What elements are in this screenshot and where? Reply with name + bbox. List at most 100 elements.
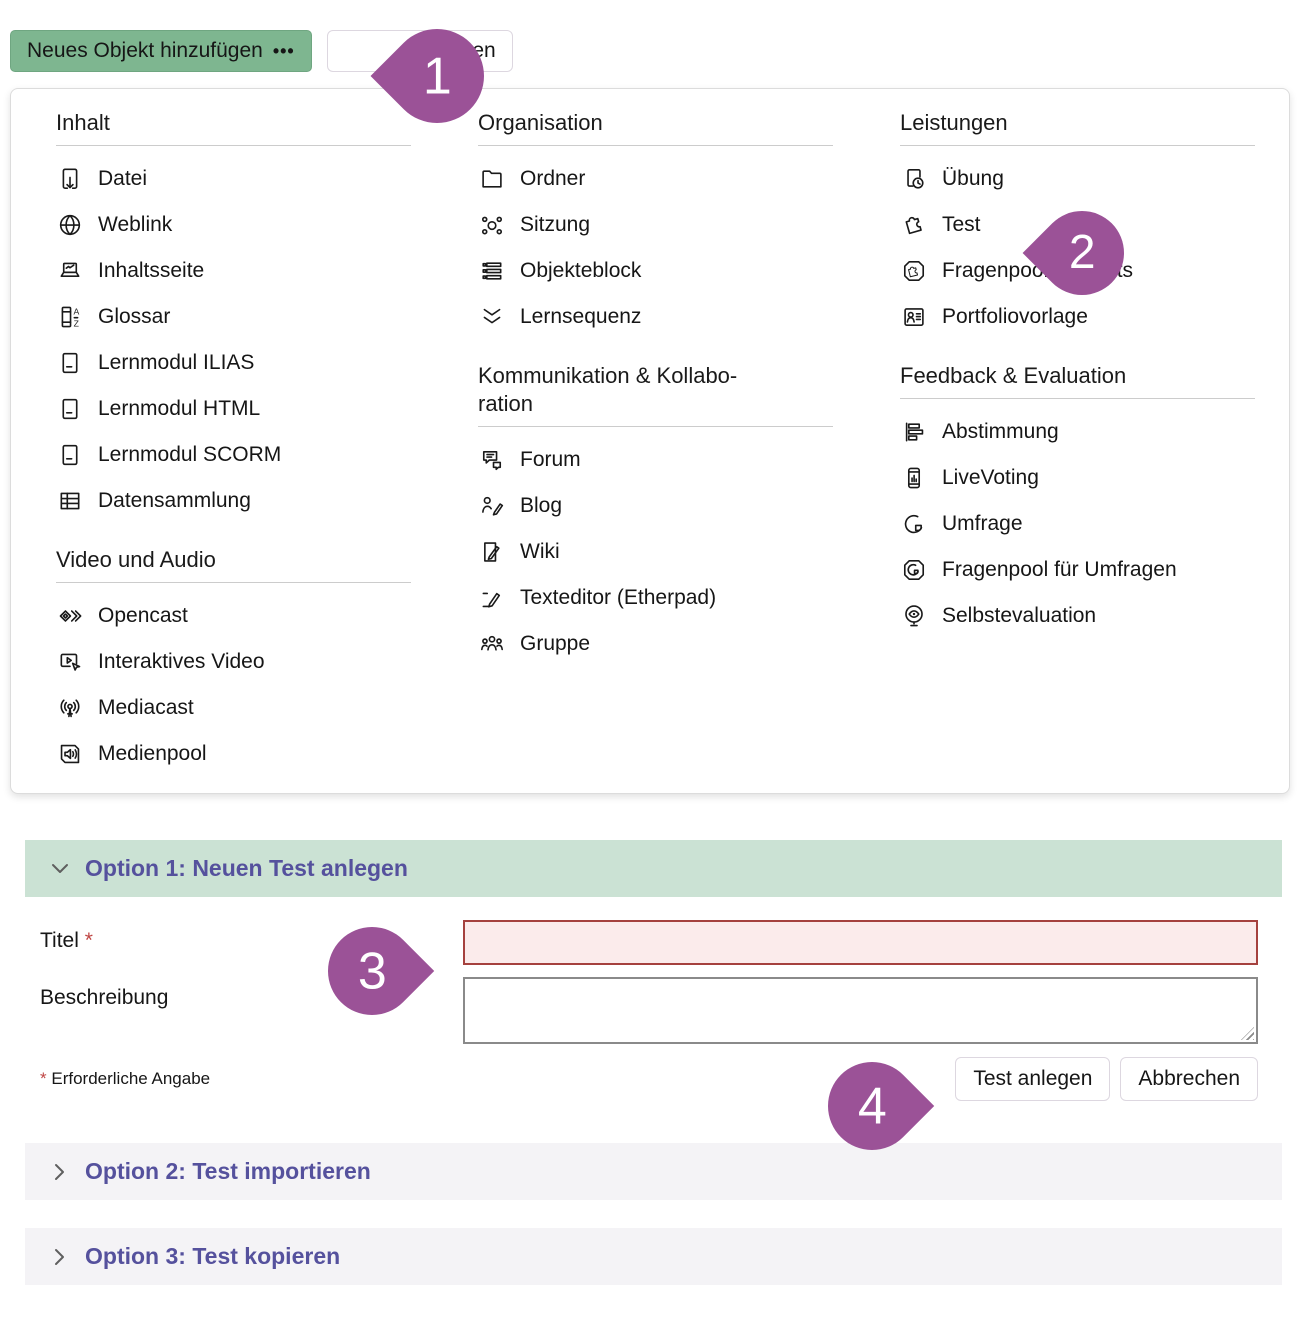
- double-chevron-down-icon: [478, 304, 505, 331]
- menu-item-mediacast[interactable]: Mediacast: [56, 685, 411, 731]
- section-divider: [56, 582, 411, 583]
- menu-item-lernmodul-html[interactable]: Lernmodul HTML: [56, 386, 411, 432]
- menu-item-sitzung[interactable]: Sitzung: [478, 202, 833, 248]
- menu-item-portfoliovorlage[interactable]: Portfoliovorlage: [900, 294, 1255, 340]
- option3-title: Option 3: Test kopieren: [85, 1243, 341, 1269]
- menu-item-label: Opencast: [98, 604, 188, 627]
- description-textarea[interactable]: [463, 977, 1258, 1044]
- item-group-icon: [478, 258, 505, 285]
- menu-item-label: Lernmodul SCORM: [98, 443, 282, 466]
- menu-item-lernmodul-scorm[interactable]: Lernmodul SCORM: [56, 432, 411, 478]
- svg-text:Z: Z: [73, 318, 79, 328]
- chevron-right-icon: [55, 1248, 64, 1265]
- menu-item-datei[interactable]: Datei: [56, 156, 411, 202]
- title-label: Titel *: [40, 929, 93, 952]
- poll-icon: [900, 419, 927, 446]
- menu-item-inhaltsseite[interactable]: Inhaltsseite: [56, 248, 411, 294]
- ellipsis-icon: •••: [272, 40, 295, 61]
- chevron-right-icon: [55, 1163, 64, 1180]
- toolbar: Neues Objekt hinzufügen ••• alten: [10, 30, 1300, 72]
- required-asterisk: *: [84, 929, 93, 952]
- menu-item-bung[interactable]: Übung: [900, 156, 1255, 202]
- accordion-header-option2[interactable]: Option 2: Test importieren: [25, 1143, 1282, 1200]
- menu-item-label: Übung: [942, 167, 1004, 190]
- blog-icon: [478, 493, 505, 520]
- menu-item-label: Umfrage: [942, 512, 1023, 535]
- menu-item-fragenpool-f-r-umfragen[interactable]: Fragenpool für Umfragen: [900, 547, 1255, 593]
- wiki-icon: [478, 539, 505, 566]
- menu-item-opencast[interactable]: Opencast: [56, 593, 411, 639]
- menu-item-forum[interactable]: Forum: [478, 437, 833, 483]
- cancel-button[interactable]: Abbrechen: [1120, 1057, 1258, 1101]
- menu-item-lernsequenz[interactable]: Lernsequenz: [478, 294, 833, 340]
- menu-item-interaktives-video[interactable]: Interaktives Video: [56, 639, 411, 685]
- menu-item-lernmodul-ilias[interactable]: Lernmodul ILIAS: [56, 340, 411, 386]
- svg-text:A: A: [73, 306, 79, 316]
- menu-item-gruppe[interactable]: Gruppe: [478, 621, 833, 667]
- learning-module-icon: [56, 442, 83, 469]
- menu-item-label: Datei: [98, 167, 148, 190]
- menu-item-umfrage[interactable]: Umfrage: [900, 501, 1255, 547]
- pie-chart-icon: [900, 511, 927, 538]
- menu-item-texteditor-etherpad[interactable]: Texteditor (Etherpad): [478, 575, 833, 621]
- section-title: Feedback & Evaluation: [900, 363, 1127, 388]
- menu-item-label: Lernsequenz: [520, 305, 642, 328]
- menu-item-wiki[interactable]: Wiki: [478, 529, 833, 575]
- menu-item-label: Blog: [520, 494, 563, 517]
- menu-item-datensammlung[interactable]: Datensammlung: [56, 478, 411, 524]
- forum-icon: [478, 447, 505, 474]
- menu-item-label: Forum: [520, 448, 581, 471]
- opencast-icon: [56, 603, 83, 630]
- menu-item-medienpool[interactable]: Medienpool: [56, 731, 411, 777]
- menu-item-label: Fragenpool für Umfragen: [942, 558, 1177, 581]
- survey-pool-icon: [900, 557, 927, 584]
- menu-item-livevoting[interactable]: LiveVoting: [900, 455, 1255, 501]
- menu-item-ordner[interactable]: Ordner: [478, 156, 833, 202]
- question-pool-icon: [900, 258, 927, 285]
- broadcast-icon: [56, 695, 83, 722]
- chevron-down-icon: [52, 863, 68, 873]
- menu-item-label: Ordner: [520, 167, 586, 190]
- accordion-header-option1[interactable]: Option 1: Neuen Test anlegen: [25, 840, 1282, 897]
- accordion-header-option3[interactable]: Option 3: Test kopieren: [25, 1228, 1282, 1285]
- menu-item-label: Wiki: [520, 540, 560, 563]
- menu-item-label: Gruppe: [520, 632, 591, 655]
- self-evaluation-icon: [900, 603, 927, 630]
- folder-icon: [478, 166, 505, 193]
- file-download-icon: [56, 166, 83, 193]
- option1-title: Option 1: Neuen Test anlegen: [85, 855, 408, 881]
- menu-item-label: Interaktives Video: [98, 650, 265, 673]
- portfolio-icon: [900, 304, 927, 331]
- globe-icon: [56, 212, 83, 239]
- section-title: Video und Audio: [56, 547, 216, 572]
- add-new-object-button[interactable]: Neues Objekt hinzufügen •••: [10, 30, 312, 72]
- required-note: * Erforderliche Angabe: [40, 1069, 211, 1088]
- menu-item-abstimmung[interactable]: Abstimmung: [900, 409, 1255, 455]
- menu-item-test[interactable]: Test: [900, 202, 1255, 248]
- menu-item-weblink[interactable]: Weblink: [56, 202, 411, 248]
- table-icon: [56, 488, 83, 515]
- menu-item-objekteblock[interactable]: Objekteblock: [478, 248, 833, 294]
- section-divider: [478, 145, 833, 146]
- menu-item-label: Lernmodul ILIAS: [98, 351, 255, 374]
- menu-item-label: Medienpool: [98, 742, 207, 765]
- menu-item-blog[interactable]: Blog: [478, 483, 833, 529]
- title-input[interactable]: [463, 920, 1258, 965]
- create-test-button[interactable]: Test anlegen: [955, 1057, 1111, 1101]
- exercise-icon: [900, 166, 927, 193]
- learning-module-icon: [56, 350, 83, 377]
- interactive-video-icon: [56, 649, 83, 676]
- menu-item-label: Datensammlung: [98, 489, 251, 512]
- menu-item-selbstevaluation[interactable]: Selbstevaluation: [900, 593, 1255, 639]
- section-divider: [478, 426, 833, 427]
- section-title: Leistungen: [900, 110, 1008, 135]
- group-icon: [478, 631, 505, 658]
